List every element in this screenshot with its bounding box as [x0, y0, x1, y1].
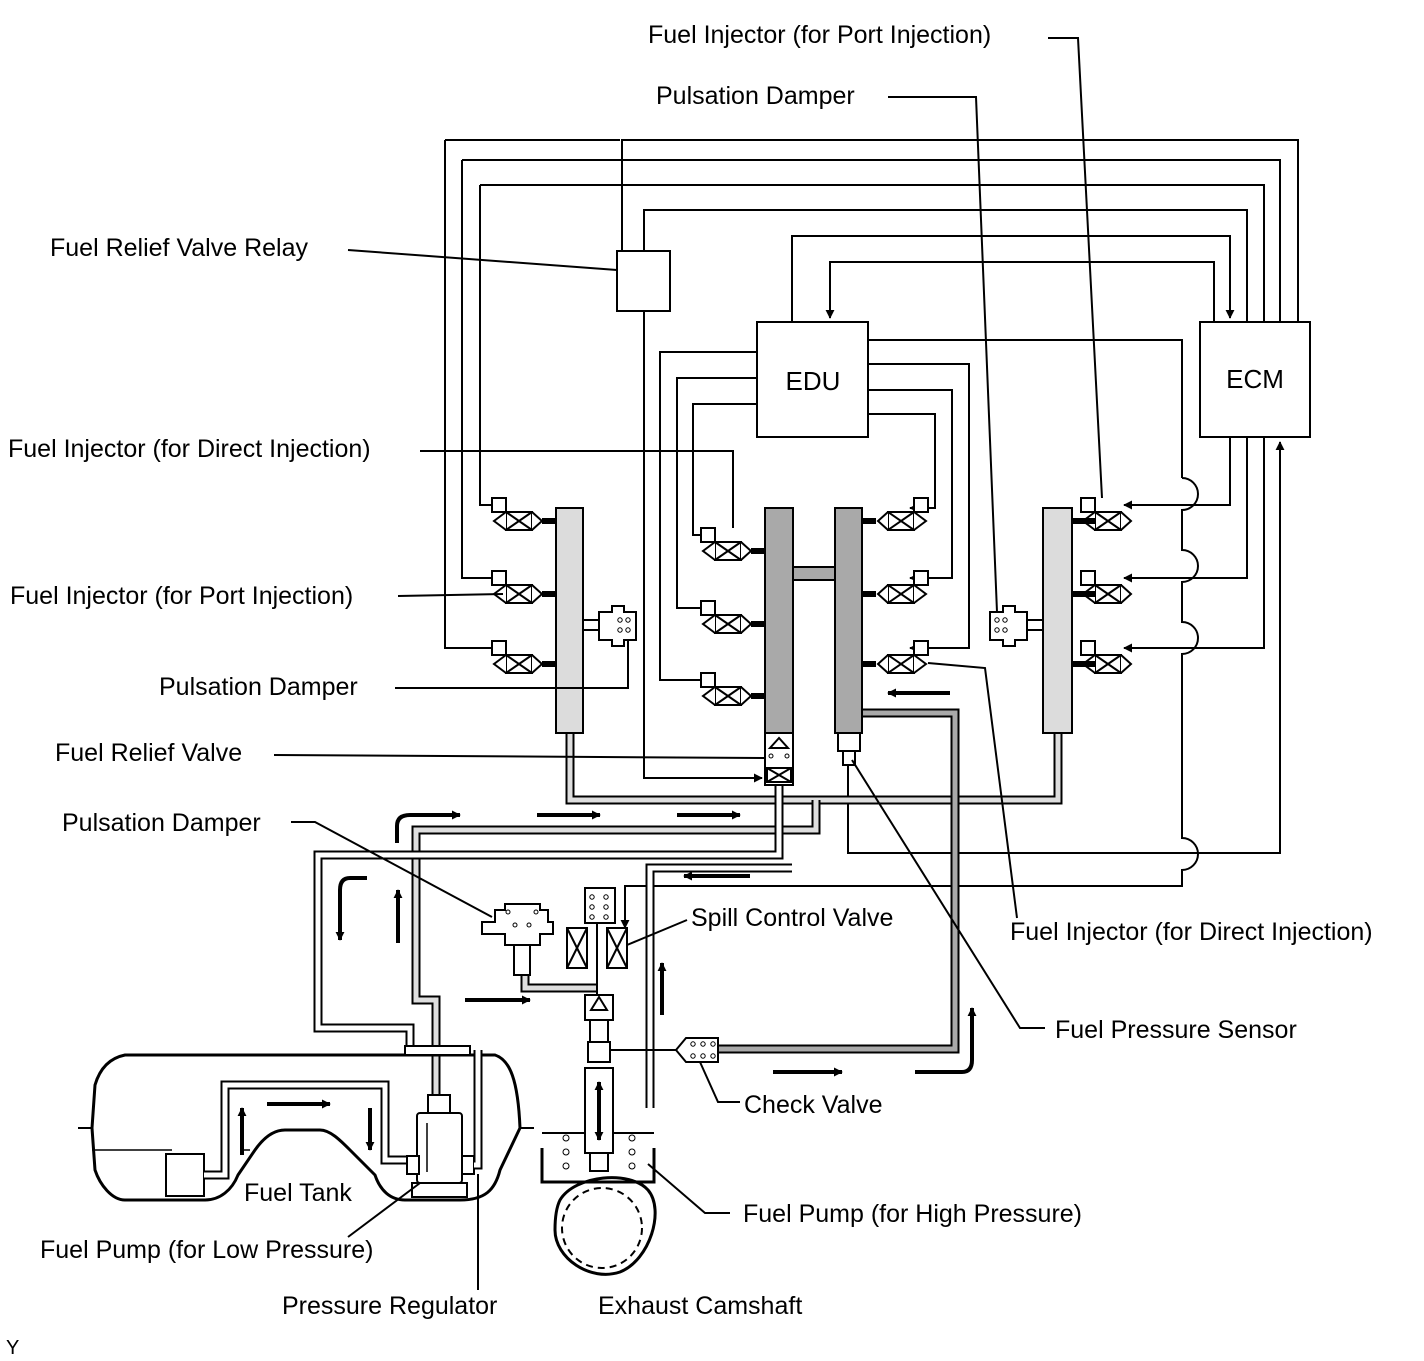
flow-arrows: [237, 688, 977, 1155]
label-fuel-injector-port-top: Fuel Injector (for Port Injection): [648, 21, 991, 49]
pulsation-damper-right-rail: [989, 605, 1044, 647]
label-pulsation-damper-lower: Pulsation Damper: [62, 809, 261, 837]
label-corner-mark: Y: [6, 1337, 19, 1359]
label-fuel-injector-direct-right: Fuel Injector (for Direct Injection): [1010, 918, 1373, 946]
relief-return-line: [313, 785, 792, 1108]
high-pressure-line: [716, 708, 960, 1054]
leader-lines: [273, 37, 1103, 1290]
edu-label: EDU: [786, 366, 841, 396]
ecm-right-bank-wiring: [620, 437, 1285, 929]
fuel-relief-valve: [764, 732, 794, 786]
label-fuel-relief-valve-relay: Fuel Relief Valve Relay: [50, 234, 308, 262]
label-pulsation-damper-left: Pulsation Damper: [159, 673, 358, 701]
ecm-wiring: [444, 139, 1299, 653]
port-injectors-left: [491, 497, 556, 674]
port-injectors-right: [1072, 497, 1132, 674]
edu-block: EDU: [756, 321, 869, 438]
pulsation-damper-left-rail: [582, 605, 637, 647]
exhaust-camshaft-lobe: [553, 1176, 657, 1276]
left-fuel-delivery-pipe: [555, 507, 584, 734]
low-pressure-return-line: [411, 733, 1063, 1095]
fuel-relief-valve-relay: [616, 250, 671, 312]
label-exhaust-camshaft: Exhaust Camshaft: [598, 1292, 802, 1320]
label-fuel-pressure-sensor: Fuel Pressure Sensor: [1055, 1016, 1297, 1044]
label-fuel-pump-high: Fuel Pump (for High Pressure): [743, 1200, 1082, 1228]
ecm-label: ECM: [1226, 364, 1284, 394]
label-fuel-tank: Fuel Tank: [244, 1179, 352, 1207]
label-fuel-relief-valve: Fuel Relief Valve: [55, 739, 242, 767]
fuel-pressure-sensor: [837, 732, 861, 766]
label-check-valve: Check Valve: [744, 1091, 883, 1119]
label-spill-control-valve: Spill Control Valve: [691, 904, 893, 932]
label-pulsation-damper-top: Pulsation Damper: [656, 82, 855, 110]
direct-injection-fuel-rail: [764, 507, 863, 734]
labels: Fuel Injector (for Port Injection) Pulsa…: [6, 21, 1373, 1359]
low-pressure-fuel-pump: [406, 1050, 483, 1198]
direct-injectors-left: [700, 527, 765, 706]
direct-injectors-right: [862, 497, 929, 674]
ecm-block: ECM: [1199, 321, 1311, 438]
relay-wiring: [643, 312, 763, 783]
label-fuel-injector-direct-left: Fuel Injector (for Direct Injection): [8, 435, 371, 463]
right-fuel-delivery-pipe: [1042, 507, 1073, 734]
label-fuel-pump-low: Fuel Pump (for Low Pressure): [40, 1236, 373, 1264]
label-fuel-injector-port-left: Fuel Injector (for Port Injection): [10, 582, 353, 610]
check-valve: [674, 1037, 719, 1063]
high-pressure-pump: [540, 994, 676, 1184]
label-pressure-regulator: Pressure Regulator: [282, 1292, 497, 1320]
fuel-tank: [78, 1045, 534, 1202]
spill-control-valve: [566, 887, 628, 995]
pulsation-damper-low-pressure: [481, 903, 554, 976]
